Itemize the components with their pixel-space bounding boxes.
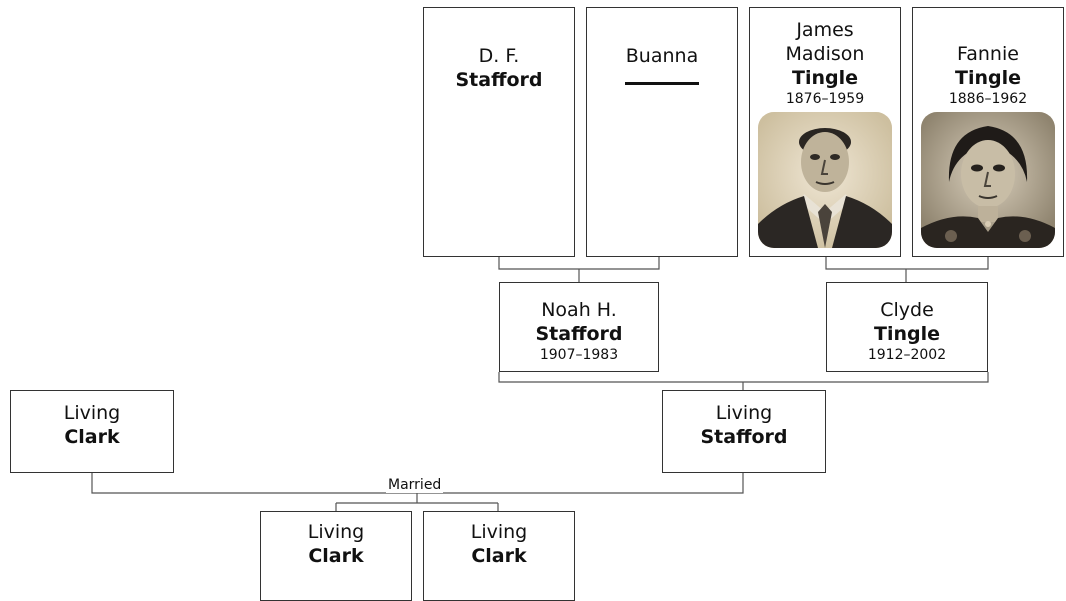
person-card-living-stafford[interactable]: Living Stafford [662,390,826,473]
given-name-middle: Madison [785,43,865,65]
life-dates: 1912–2002 [867,347,947,363]
surname: Tingle [792,67,858,89]
connector-df-buanna [498,257,660,270]
life-dates: 1876–1959 [785,91,865,107]
surname: Stafford [535,323,623,345]
person-card-clyde-tingle[interactable]: Clyde Tingle 1912–2002 [826,282,988,372]
person-card-living-clark-child-1[interactable]: Living Clark [260,511,412,601]
connector-noah-clyde [498,372,989,383]
surname: Stafford [700,426,788,448]
person-card-df-stafford[interactable]: D. F. Stafford [423,7,575,257]
person-card-james-tingle[interactable]: James Madison Tingle 1876–1959 [749,7,901,257]
given-name: Living [63,402,121,424]
person-card-noah-stafford[interactable]: Noah H. Stafford 1907–1983 [499,282,659,372]
given-name-first: James [796,19,854,41]
given-name: Living [470,521,528,543]
person-card-buanna[interactable]: Buanna [586,7,738,257]
surname: Stafford [455,69,543,91]
given-name: D. F. [478,45,520,67]
unknown-surname-line [625,82,699,85]
marriage-label: Married [386,477,444,493]
life-dates: 1886–1962 [948,91,1028,107]
surname: Clark [308,545,364,567]
person-card-living-clark-child-2[interactable]: Living Clark [423,511,575,601]
given-name: Noah H. [541,299,617,321]
surname: Tingle [955,67,1021,89]
surname: Clark [64,426,120,448]
person-card-living-clark-spouse[interactable]: Living Clark [10,390,174,473]
person-card-fannie-tingle[interactable]: Fannie Tingle 1886–1962 [912,7,1064,257]
given-name: Living [715,402,773,424]
portrait-woman-icon [921,112,1055,248]
portrait-man-icon [758,112,892,248]
surname: Tingle [874,323,940,345]
given-name: Buanna [625,45,699,67]
connector-james-fannie [825,257,989,270]
given-name: Fannie [957,43,1019,65]
life-dates: 1907–1983 [539,347,619,363]
given-name: Living [307,521,365,543]
connector-children [335,493,499,511]
given-name: Clyde [880,299,934,321]
surname: Clark [471,545,527,567]
